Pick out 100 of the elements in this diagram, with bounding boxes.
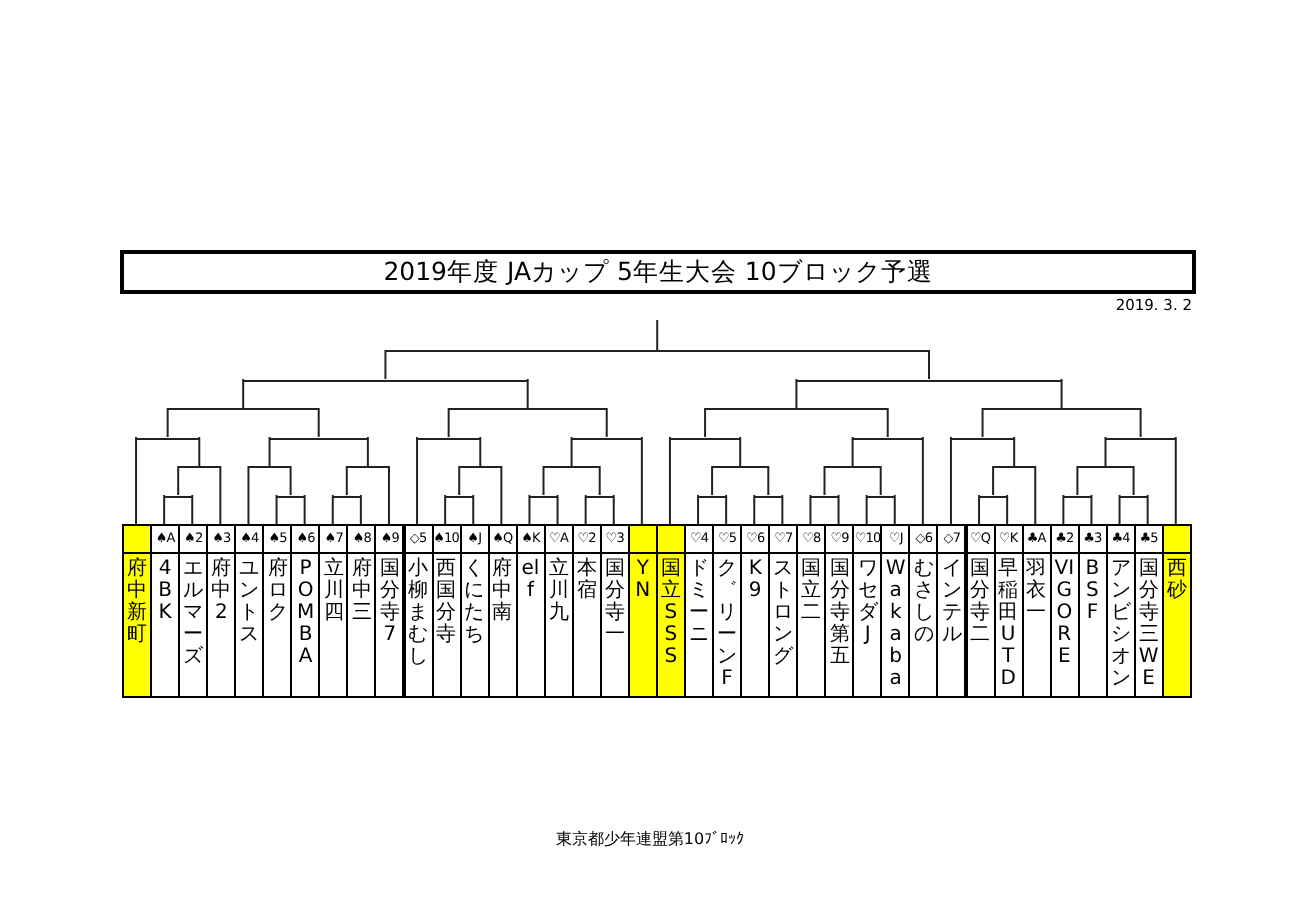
team-name: 国分寺第五 <box>829 558 850 672</box>
bracket-line <box>416 436 419 525</box>
bracket-line <box>345 465 348 496</box>
bracket-line <box>275 494 278 525</box>
team-column <box>543 524 574 698</box>
bracket-line <box>1104 436 1107 467</box>
bracket-line <box>704 407 707 438</box>
team-column <box>880 524 911 698</box>
team-column <box>712 524 743 698</box>
team-column <box>1105 524 1136 698</box>
team-name: 西砂 <box>1166 558 1187 606</box>
bracket-line <box>331 494 334 525</box>
team-name: 府中三 <box>351 558 372 628</box>
bracket-line <box>1146 494 1149 525</box>
bracket-line <box>500 465 503 525</box>
team-column <box>1021 524 1052 698</box>
team-column <box>599 524 630 698</box>
team-name: 府中南 <box>492 558 513 628</box>
team-column <box>403 524 434 698</box>
bracket-line <box>1118 494 1121 525</box>
team-name: 国分寺二 <box>970 558 991 650</box>
bracket-line <box>598 465 601 496</box>
bracket-line <box>1013 436 1016 467</box>
team-name: 4BK <box>156 558 174 628</box>
bracket-line <box>366 436 369 467</box>
bracket-line <box>1174 436 1177 525</box>
team-column <box>515 524 546 698</box>
team-name: BSF <box>1083 558 1102 628</box>
team-name: 小柳まむし <box>408 558 429 672</box>
bracket-line <box>851 436 854 467</box>
bracket-line <box>191 494 194 525</box>
bracket-line <box>526 378 529 409</box>
team-name: ク゛リーンF <box>717 558 738 694</box>
bracket-line <box>584 494 587 525</box>
team-column <box>374 524 405 698</box>
team-column <box>459 524 490 698</box>
team-column <box>936 524 967 698</box>
bracket-line <box>739 436 742 467</box>
team-column <box>768 524 799 698</box>
bracket-line <box>1006 494 1009 525</box>
bracket-line <box>992 465 995 496</box>
bracket-line <box>837 494 840 525</box>
team-column <box>852 524 883 698</box>
team-name: YN <box>633 558 653 606</box>
team-column <box>178 524 209 698</box>
bracket-line <box>528 494 531 525</box>
bracket-line <box>795 378 798 409</box>
bracket-line <box>656 319 659 351</box>
bracket-line <box>163 494 166 525</box>
bracket-line <box>1062 494 1065 525</box>
bracket-line <box>921 436 924 525</box>
team-name: 府中2 <box>211 558 232 628</box>
bracket-line <box>472 494 475 525</box>
team-name: POMBA <box>295 558 316 672</box>
team-column <box>571 524 602 698</box>
bracket-line <box>384 349 387 380</box>
team-name: 羽衣一 <box>1026 558 1047 628</box>
bracket-line <box>166 407 169 438</box>
bracket-line <box>711 465 714 496</box>
team-column <box>993 524 1024 698</box>
team-name: 西国分寺 <box>436 558 457 650</box>
bracket-line <box>556 494 559 525</box>
team-name: くにたち <box>464 558 485 650</box>
team-column <box>740 524 771 698</box>
team-column <box>346 524 377 698</box>
team-column <box>1077 524 1108 698</box>
team-column <box>150 524 181 698</box>
bracket-line <box>135 436 138 525</box>
bracket-line <box>605 407 608 438</box>
bracket-line <box>219 465 222 525</box>
bracket-line <box>444 494 447 525</box>
team-column <box>627 524 658 698</box>
team-name: 国分寺一 <box>604 558 625 650</box>
team-column <box>1133 524 1164 698</box>
team-column <box>487 524 518 698</box>
team-name: 立川四 <box>323 558 344 628</box>
team-column <box>1161 524 1192 698</box>
team-column <box>262 524 293 698</box>
title-banner: 2019年度 JAカップ 5年生大会 10ブロック予選 <box>120 250 1196 294</box>
team-name: 立川九 <box>548 558 569 628</box>
bracket-line <box>1060 378 1063 409</box>
bracket-line <box>697 494 700 525</box>
bracket-line <box>978 494 981 525</box>
bracket-line <box>387 465 390 525</box>
team-name: 早稲田UTD <box>998 558 1019 694</box>
bracket-line <box>981 407 984 438</box>
team-name: エルマーズ <box>183 558 204 672</box>
team-name: ユントス <box>239 558 260 650</box>
team-name: ドミーニ <box>689 558 710 650</box>
team-name: 国立二 <box>801 558 822 628</box>
bracket-line <box>809 494 812 525</box>
bracket-line <box>242 378 245 409</box>
bracket-line <box>1090 494 1093 525</box>
bracket-line <box>949 436 952 525</box>
footer-text: 東京都少年連盟第10ﾌﾞﾛｯｸ <box>553 828 747 850</box>
team-column <box>290 524 321 698</box>
bracket-line <box>879 465 882 496</box>
team-name: 府中新町 <box>127 558 148 650</box>
team-column <box>206 524 237 698</box>
bracket-line <box>1139 407 1142 438</box>
